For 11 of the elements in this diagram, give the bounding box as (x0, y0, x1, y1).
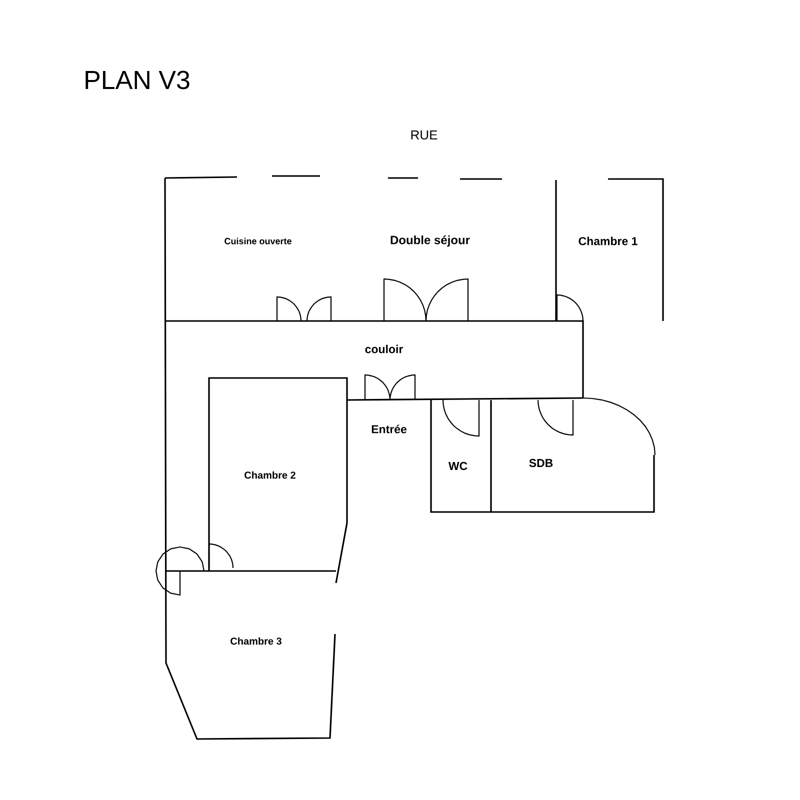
room-label: Chambre 1 (578, 236, 638, 246)
room-label: Chambre 2 (244, 471, 296, 479)
room-label: Entrée (372, 424, 406, 434)
title: PLAN V3 (86, 70, 190, 90)
room-label: Double séjour (390, 235, 470, 247)
street-label: RUE (411, 130, 438, 140)
room-label: WC (448, 462, 468, 470)
room-label: Chambre 3 (230, 637, 282, 645)
room-label: Cuisine ouverte (224, 238, 292, 244)
room-label: SDB (529, 458, 553, 468)
room-label: couloir (365, 344, 403, 354)
